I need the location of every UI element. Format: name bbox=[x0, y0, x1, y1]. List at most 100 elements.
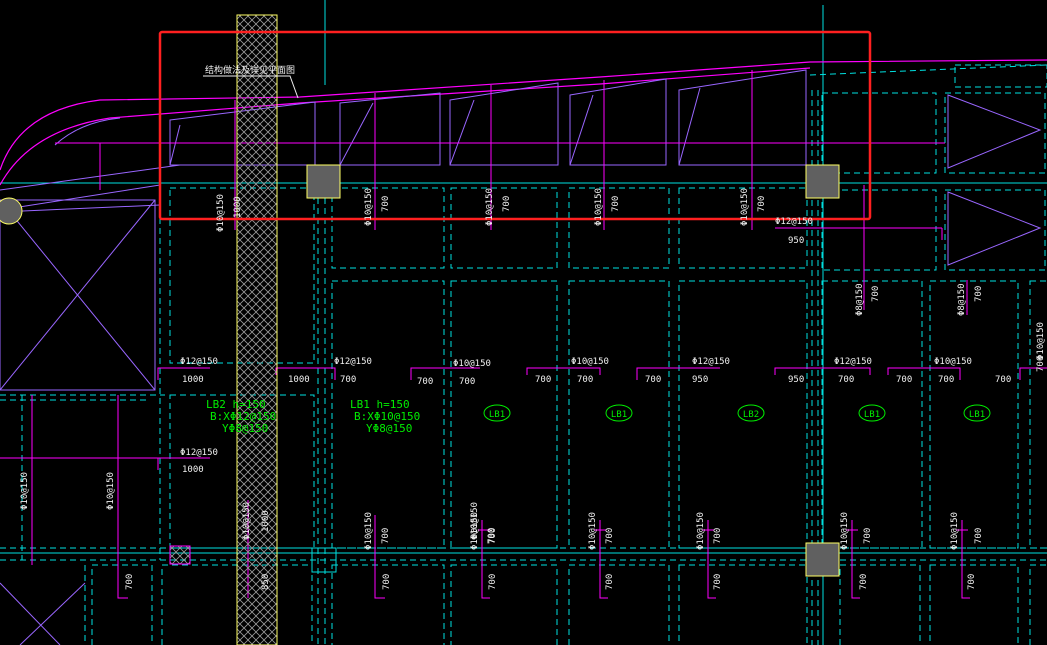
rebar-label: Φ10@150 bbox=[470, 512, 480, 550]
slab-tag: LB1 bbox=[483, 404, 511, 422]
length-label: 700 bbox=[340, 375, 356, 385]
length-label: 700 bbox=[995, 375, 1011, 385]
length-label: 700 bbox=[757, 196, 767, 212]
rebar-label: Φ10@150 bbox=[594, 188, 604, 226]
round-column bbox=[0, 197, 23, 225]
length-label: 700 bbox=[577, 375, 593, 385]
rebar-label: Φ8@150 bbox=[957, 283, 967, 316]
rebar-label: Φ10@150 bbox=[840, 512, 850, 550]
svg-text:LB1: LB1 bbox=[611, 410, 627, 420]
rebar-label: Φ12@150 bbox=[834, 357, 872, 367]
length-label: 700 bbox=[125, 574, 135, 590]
length-label: 700 bbox=[502, 196, 512, 212]
slab-tag: LB1 bbox=[858, 404, 886, 422]
svg-text:LB1: LB1 bbox=[489, 410, 505, 420]
length-label: 700 bbox=[871, 286, 881, 302]
length-label: 950 bbox=[692, 375, 708, 385]
length-label: 700 bbox=[488, 528, 498, 544]
length-label: 1000 bbox=[288, 375, 310, 385]
length-label: 700 bbox=[896, 375, 912, 385]
note-leader bbox=[203, 75, 299, 99]
length-label: 700 bbox=[417, 377, 433, 387]
length-label: 1000 bbox=[261, 510, 271, 532]
length-label: 700 bbox=[713, 574, 723, 590]
horizontal-lengths: 1000 1000 700 700 700 700 700 700 950 95… bbox=[182, 375, 1011, 475]
length-label: 700 bbox=[967, 574, 977, 590]
length-label: 700 bbox=[938, 375, 954, 385]
slab-mark-y-rebar: YΦ8@150 bbox=[366, 422, 412, 435]
length-label: 1000 bbox=[182, 465, 204, 475]
opening-crosses bbox=[0, 94, 1042, 645]
length-label: 1000 bbox=[182, 375, 204, 385]
length-label: 950 bbox=[788, 375, 804, 385]
length-label: 700 bbox=[974, 286, 984, 302]
length-label: 700 bbox=[605, 574, 615, 590]
slab-mark-lb2: LB2 h=150 B:XΦ12@150 YΦ8@150 bbox=[206, 398, 276, 435]
highlight-note: 结构做法及详见平面图 bbox=[205, 64, 295, 76]
slab-mark-title: LB1 h=150 bbox=[350, 398, 410, 411]
length-label: 700 bbox=[382, 574, 392, 590]
length-label: 700 bbox=[645, 375, 661, 385]
length-label: 700 bbox=[859, 574, 869, 590]
rebar-label: Φ10@150 bbox=[740, 188, 750, 226]
slab-tag: LB1 bbox=[605, 404, 633, 422]
length-label: 700 bbox=[605, 528, 615, 544]
rebar-label: Φ10@150 bbox=[20, 472, 30, 510]
canopy-curve bbox=[0, 59, 1047, 186]
rebar-label: Φ10@150 bbox=[242, 502, 252, 540]
column-4 bbox=[311, 547, 337, 573]
rebar-label: Φ10@150 bbox=[1036, 322, 1046, 360]
rebar-label: Φ12@150 bbox=[692, 357, 730, 367]
canopy-inner bbox=[0, 117, 181, 213]
highlight-box[interactable] bbox=[158, 30, 872, 221]
column-3 bbox=[805, 542, 840, 577]
length-label: 700 bbox=[838, 375, 854, 385]
slab-tags: LB1 LB1 LB2 LB1 LB1 bbox=[483, 404, 991, 422]
rebar-label: Φ10@150 bbox=[453, 359, 491, 369]
rebar-label: Φ10@150 bbox=[364, 512, 374, 550]
rebar-label: Φ10@150 bbox=[571, 357, 609, 367]
slab-mark-x-rebar: B:XΦ10@150 bbox=[354, 410, 420, 423]
svg-text:LB1: LB1 bbox=[969, 410, 985, 420]
length-label: 850 bbox=[261, 574, 271, 590]
rebar-label: Φ10@150 bbox=[364, 188, 374, 226]
length-label: 700 bbox=[487, 528, 497, 544]
horizontal-rebar-labels: Φ12@150 Φ12@150 Φ10@150 Φ10@150 Φ12@150 … bbox=[180, 217, 972, 458]
length-label: 950 bbox=[788, 236, 804, 246]
rebar-label: Φ10@150 bbox=[216, 194, 226, 232]
length-label: 700 bbox=[459, 377, 475, 387]
rebar-label: Φ12@150 bbox=[775, 217, 813, 227]
slab-mark-title: LB2 h=150 bbox=[206, 398, 266, 411]
length-label: 700 bbox=[863, 528, 873, 544]
column-2 bbox=[805, 164, 840, 199]
svg-text:LB1: LB1 bbox=[864, 410, 880, 420]
column-5 bbox=[169, 545, 191, 565]
length-label: 700 bbox=[611, 196, 621, 212]
length-label: 700 bbox=[1036, 356, 1046, 372]
rebar-label: Φ12@150 bbox=[180, 357, 218, 367]
hatched-wall bbox=[236, 14, 278, 645]
columns bbox=[0, 164, 840, 577]
length-label: 700 bbox=[381, 196, 391, 212]
vertical-rebar-labels: Φ10@150 Φ10@150 Φ10@150 Φ10@150 Φ10@150 … bbox=[20, 188, 967, 550]
slab-mark-x-rebar: B:XΦ12@150 bbox=[210, 410, 276, 423]
slab-tag: LB1 bbox=[963, 404, 991, 422]
slab-mark-y-rebar: YΦ8@150 bbox=[222, 422, 268, 435]
vertical-rebar-labels-extra: Φ10@150 Φ10@150 bbox=[470, 322, 1046, 540]
slab-tag: LB2 bbox=[737, 404, 765, 422]
length-label: 700 bbox=[381, 528, 391, 544]
rebar-label: Φ12@150 bbox=[180, 448, 218, 458]
rebar-label: Φ10@150 bbox=[470, 502, 480, 540]
cantilever-bays bbox=[169, 69, 807, 166]
svg-text:LB2: LB2 bbox=[743, 410, 759, 420]
length-label: 1000 bbox=[233, 196, 243, 218]
vertical-lengths: 1000 700 700 700 700 700 700 700 700 700… bbox=[125, 196, 1046, 590]
length-label: 700 bbox=[713, 528, 723, 544]
rebar-label: Φ10@150 bbox=[485, 188, 495, 226]
length-label: 700 bbox=[974, 528, 984, 544]
length-label: 700 bbox=[488, 574, 498, 590]
slab-mark-lb1: LB1 h=150 B:XΦ10@150 YΦ8@150 bbox=[350, 398, 420, 435]
rebar-label: Φ12@150 bbox=[334, 357, 372, 367]
